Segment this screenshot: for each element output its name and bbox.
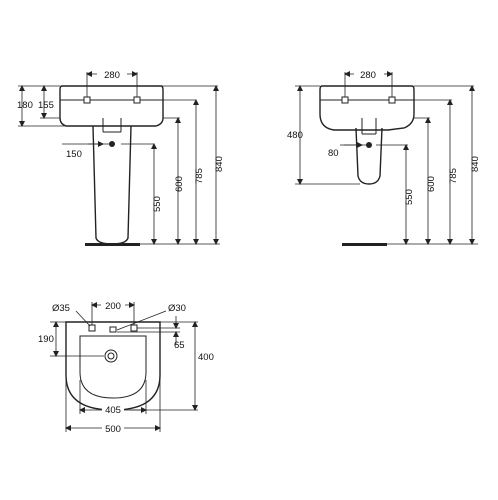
side-supply-height-label: 600 bbox=[426, 176, 437, 192]
side-overall-height-label: 840 bbox=[470, 156, 481, 172]
front-waste-offset-label: 150 bbox=[66, 149, 82, 160]
front-basin-outline bbox=[59, 85, 164, 127]
front-supply-height-label: 600 bbox=[174, 176, 185, 192]
plan-waste-inner bbox=[107, 352, 115, 360]
plan-overflow-dia-label: Ø30 bbox=[168, 303, 186, 314]
side-waste-offset-label: 80 bbox=[328, 148, 339, 159]
plan-tap-right bbox=[130, 324, 138, 332]
plan-overflow bbox=[109, 326, 117, 333]
side-view: 280 480 80 550 600 785 840 bbox=[287, 68, 481, 246]
plan-bowl-width-label: 405 bbox=[105, 405, 121, 416]
side-tap-left bbox=[341, 96, 349, 104]
plan-tap-spacing-label: 200 bbox=[105, 301, 121, 312]
front-floor bbox=[85, 243, 140, 246]
plan-overall-width-label: 500 bbox=[105, 424, 121, 435]
front-overall-height-label: 840 bbox=[214, 156, 225, 172]
front-waste-height-label: 550 bbox=[152, 196, 163, 212]
front-rim-level-label: 785 bbox=[194, 168, 205, 184]
side-rim-level-label: 785 bbox=[448, 168, 459, 184]
front-view: 280 180 155 150 550 600 785 840 bbox=[17, 68, 225, 246]
side-floor bbox=[342, 243, 387, 246]
plan-bowl-outline bbox=[79, 335, 147, 399]
plan-front-depth-label: 190 bbox=[38, 334, 54, 345]
side-waste-pipe bbox=[361, 118, 377, 135]
plan-overall-depth-label: 400 bbox=[198, 352, 214, 363]
front-tap-left bbox=[83, 96, 91, 104]
side-tap-spacing-label: 280 bbox=[360, 70, 376, 81]
front-waste-pipe bbox=[102, 118, 122, 133]
plan-view: 200 Ø35 Ø30 190 65 400 405 500 bbox=[38, 299, 214, 435]
front-tap-spacing-label: 280 bbox=[104, 70, 120, 81]
front-tap-right bbox=[133, 96, 141, 104]
plan-tap-hole-dia-label: Ø35 bbox=[52, 303, 70, 314]
side-pedestal-height-label: 480 bbox=[287, 130, 303, 141]
side-tap-right bbox=[388, 96, 396, 104]
plan-tap-offset-label: 65 bbox=[174, 340, 185, 351]
side-waste-height-label: 550 bbox=[404, 189, 415, 205]
side-basin-outline bbox=[319, 85, 415, 131]
front-rim-height-label: 155 bbox=[38, 100, 54, 111]
front-basin-height-label: 180 bbox=[17, 100, 33, 111]
side-semi-pedestal bbox=[355, 127, 383, 185]
